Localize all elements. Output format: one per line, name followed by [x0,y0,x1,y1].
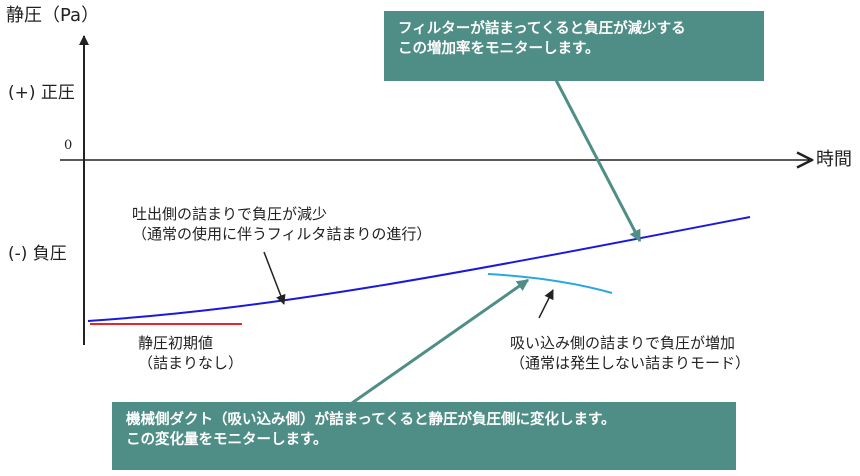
x-axis-title: 時間 [816,149,852,170]
initial-pressure-label: 静圧初期値 （詰まりなし） [138,334,244,372]
bottom-callout: 機械側ダクト（吸い込み側）が詰まってくると静圧が負圧側に変化します。 この変化量… [112,402,736,470]
top-callout: フィルターが詰まってくると負圧が減少する この増加率をモニターします。 [384,11,764,81]
y-axis-title: 静圧（Pa） [6,5,100,26]
suction-clog-label: 吸い込み側の詰まりで負圧が増加 （通常は発生しない詰まりモード） [510,334,751,372]
negative-pressure-label: (-) 負圧 [8,244,67,264]
suction-clog-curve [487,273,613,294]
suction-pointer [538,289,554,319]
zero-label: 0 [64,138,73,153]
discharge-pointer [263,251,286,305]
top-callout-arrow [554,79,642,243]
positive-pressure-label: (+) 正圧 [8,83,75,103]
discharge-clog-label: 吐出側の詰まりで負圧が減少 （通常の使用に伴うフィルタ詰まりの進行） [132,205,432,243]
bottom-callout-arrow [351,278,529,405]
